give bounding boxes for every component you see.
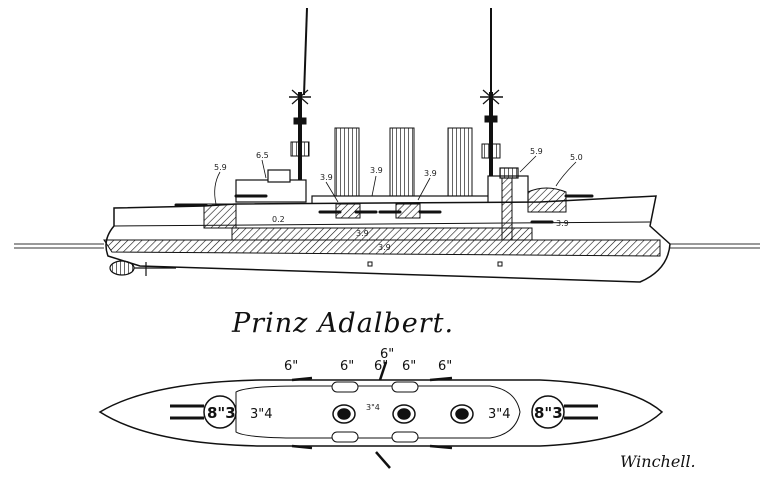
label-aft-turret: 8"3 [534, 404, 563, 422]
side-profile: 5.9 6.5 3.9 3.9 3.9 5.9 5.0 0.2 3.9 3.9 … [14, 7, 760, 283]
label-side-gun-5: 6" [438, 359, 452, 374]
forward-turret: 8"3 [170, 395, 237, 429]
fore-mast [289, 7, 311, 195]
side-sponsons [331, 381, 419, 443]
leader-lines [214, 155, 577, 205]
label-aft-gun: 5.9 [530, 147, 543, 156]
label-sec-left: 3.9 [320, 173, 333, 182]
label-aft-belt: 3.9 [556, 219, 569, 228]
label-fwd-casemate: 5.9 [214, 163, 227, 172]
funnel-2 [389, 127, 415, 204]
fwd-casemate [203, 203, 237, 229]
plan-funnels [332, 404, 474, 424]
profile-labels: 5.9 6.5 3.9 3.9 3.9 5.9 5.0 0.2 3.9 3.9 … [214, 147, 583, 252]
label-side-gun-1: 6" [284, 359, 298, 374]
aft-turret: 8"3 [531, 395, 598, 429]
deck-plan: 8"3 8"3 [98, 347, 664, 469]
label-side-gun-4: 6" [402, 359, 416, 374]
main-mast [480, 8, 503, 192]
label-side-gun-3: 6" [374, 359, 388, 374]
label-aft-barbette: 5.0 [570, 153, 583, 162]
aft-bulkhead [501, 177, 513, 241]
drawing-title: Prinz Adalbert. [232, 308, 455, 339]
label-belt-main: 3.9 [378, 243, 391, 252]
label-belt-upper: 3.9 [356, 229, 369, 238]
label-fwd-mount: 6.5 [256, 151, 269, 160]
label-top-gun: 6" [380, 347, 394, 362]
funnel-3 [447, 127, 473, 204]
waterline [14, 243, 760, 249]
side-guns [291, 361, 453, 469]
label-side-gun-2: 6" [340, 359, 354, 374]
scuttles [367, 261, 503, 267]
deck-outline [98, 379, 664, 447]
plan-labels: 6" 6" 6" 6" 6" 6" 3"4 3"4 3"4 [250, 347, 511, 422]
citadel-armour [231, 227, 533, 241]
label-center-deck: 3"4 [366, 403, 380, 412]
screw-and-rudder [109, 260, 176, 276]
label-fwd-barbette: 3"4 [250, 407, 273, 422]
label-citadel-small: 0.2 [272, 215, 285, 224]
label-fwd-turret: 8"3 [207, 404, 236, 422]
superstructure-outline [235, 385, 521, 439]
label-aft-barbette: 3"4 [488, 407, 511, 422]
funnels [334, 127, 473, 204]
label-sec-mid: 3.9 [370, 166, 383, 175]
label-sec-right: 3.9 [424, 169, 437, 178]
guns [174, 194, 594, 224]
aft-barbette [527, 187, 567, 213]
funnel-1 [334, 127, 360, 204]
artist-signature: Winchell. [620, 452, 696, 471]
